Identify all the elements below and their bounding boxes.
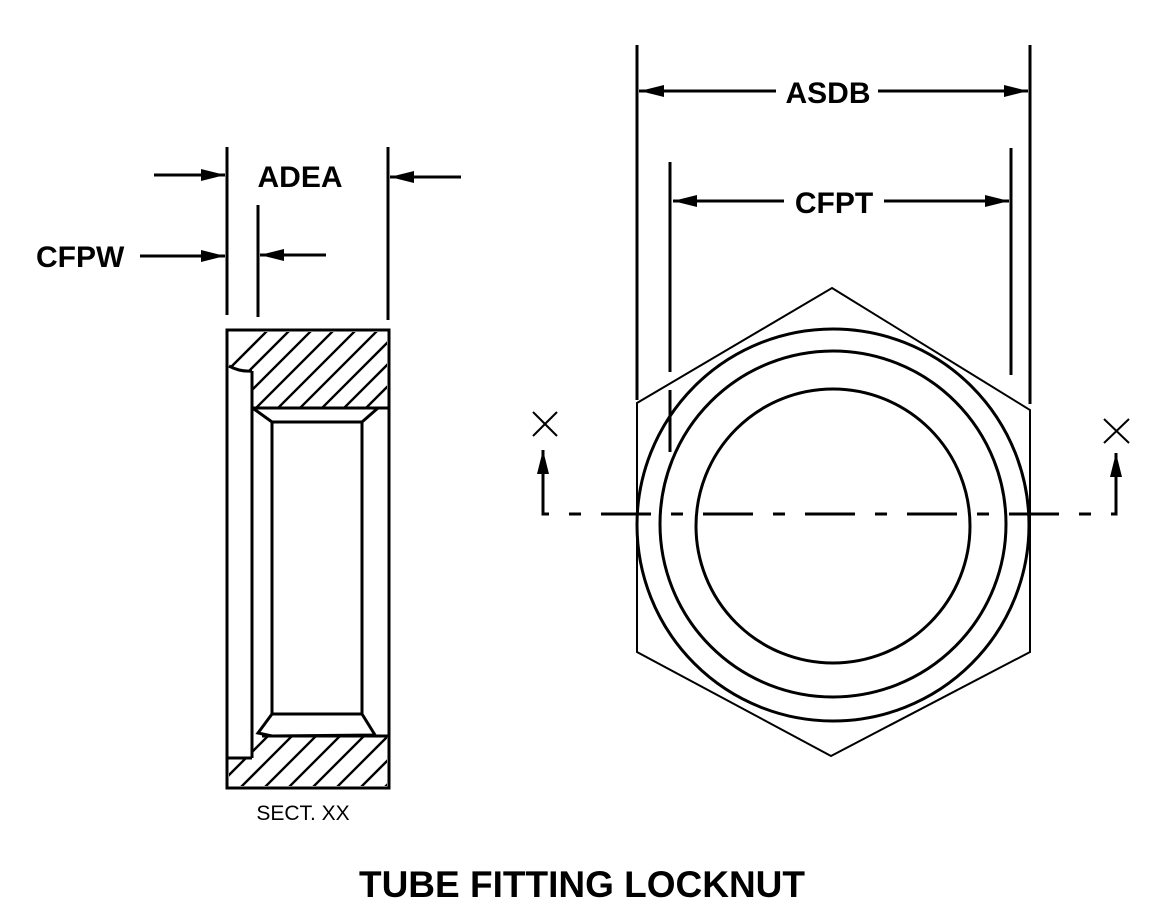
- dimension-label-cfpt: CFPT: [795, 187, 873, 220]
- front-view: ASDB CFPT: [532, 45, 1130, 758]
- bottom-chamfer: [255, 712, 378, 738]
- bore-circle: [694, 387, 972, 665]
- dimension-label-adea: ADEA: [257, 161, 342, 194]
- hexagon-outline: [636, 286, 1031, 758]
- section-view: ADEA CFPW: [36, 147, 461, 825]
- dimension-label-cfpw: CFPW: [36, 241, 125, 274]
- section-marker-right: [1103, 418, 1130, 444]
- top-chamfer: [253, 406, 379, 424]
- dimension-label-asdb: ASDB: [785, 77, 870, 110]
- section-label: SECT. XX: [256, 802, 349, 825]
- section-outline: [225, 328, 391, 790]
- hatch-top: [229, 332, 387, 408]
- hatch-bottom: [229, 736, 387, 786]
- flange-top-curve: [228, 364, 253, 373]
- thread-circle: [658, 349, 1008, 699]
- section-marker-left: [532, 411, 558, 437]
- drawing-title: TUBE FITTING LOCKNUT: [359, 864, 805, 905]
- outer-circle: [635, 327, 1031, 723]
